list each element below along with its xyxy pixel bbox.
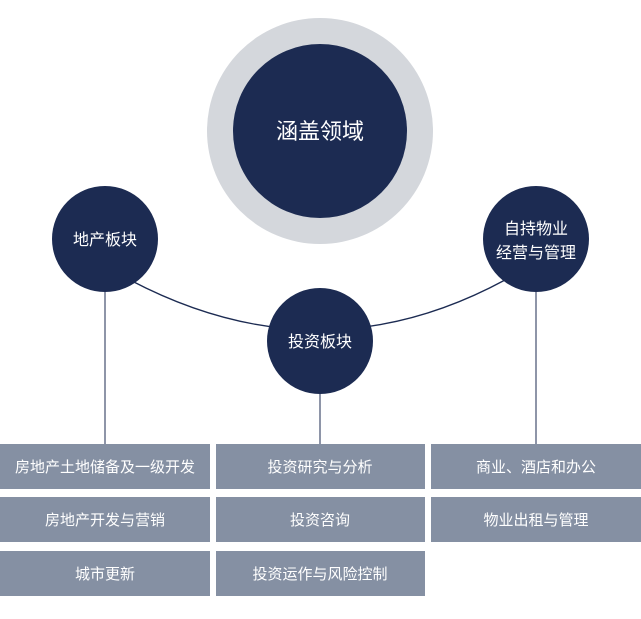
- node-investment-label: 投资板块: [288, 332, 352, 351]
- node-real-estate-label: 地产板块: [73, 230, 137, 249]
- box-property-mgmt-2: [431, 497, 641, 542]
- box-real-estate-3: [0, 551, 210, 596]
- node-property-mgmt-label-line2: 经营与管理: [496, 243, 576, 262]
- node-property-mgmt-label-line1: 自持物业: [504, 219, 568, 238]
- box-investment-3: [216, 551, 425, 596]
- box-property-mgmt-1: [431, 444, 641, 489]
- box-investment-1-label: 投资研究与分析: [267, 458, 372, 476]
- box-property-mgmt-1-label: 商业、酒店和办公: [476, 458, 596, 476]
- column-investment: 投资研究与分析 投资咨询 投资运作与风险控制: [216, 444, 425, 596]
- box-real-estate-1-label: 房地产土地储备及一级开发: [15, 458, 195, 476]
- box-real-estate-1: [0, 444, 210, 489]
- box-property-mgmt-2-label: 物业出租与管理: [483, 511, 588, 529]
- center-circle: [233, 44, 407, 218]
- column-property-mgmt: 商业、酒店和办公 物业出租与管理: [431, 444, 641, 542]
- box-investment-3-label: 投资运作与风险控制: [252, 565, 387, 583]
- box-real-estate-2: [0, 497, 210, 542]
- box-investment-2-label: 投资咨询: [290, 511, 350, 529]
- box-real-estate-2-label: 房地产开发与营销: [45, 511, 165, 529]
- node-real-estate: [52, 186, 158, 292]
- column-real-estate: 房地产土地储备及一级开发 房地产开发与营销 城市更新: [0, 444, 210, 596]
- box-investment-2: [216, 497, 425, 542]
- box-investment-1: [216, 444, 425, 489]
- box-real-estate-3-label: 城市更新: [75, 565, 135, 583]
- node-property-mgmt: [483, 186, 589, 292]
- node-investment: [267, 288, 373, 394]
- center-label: 涵盖领域: [276, 120, 364, 145]
